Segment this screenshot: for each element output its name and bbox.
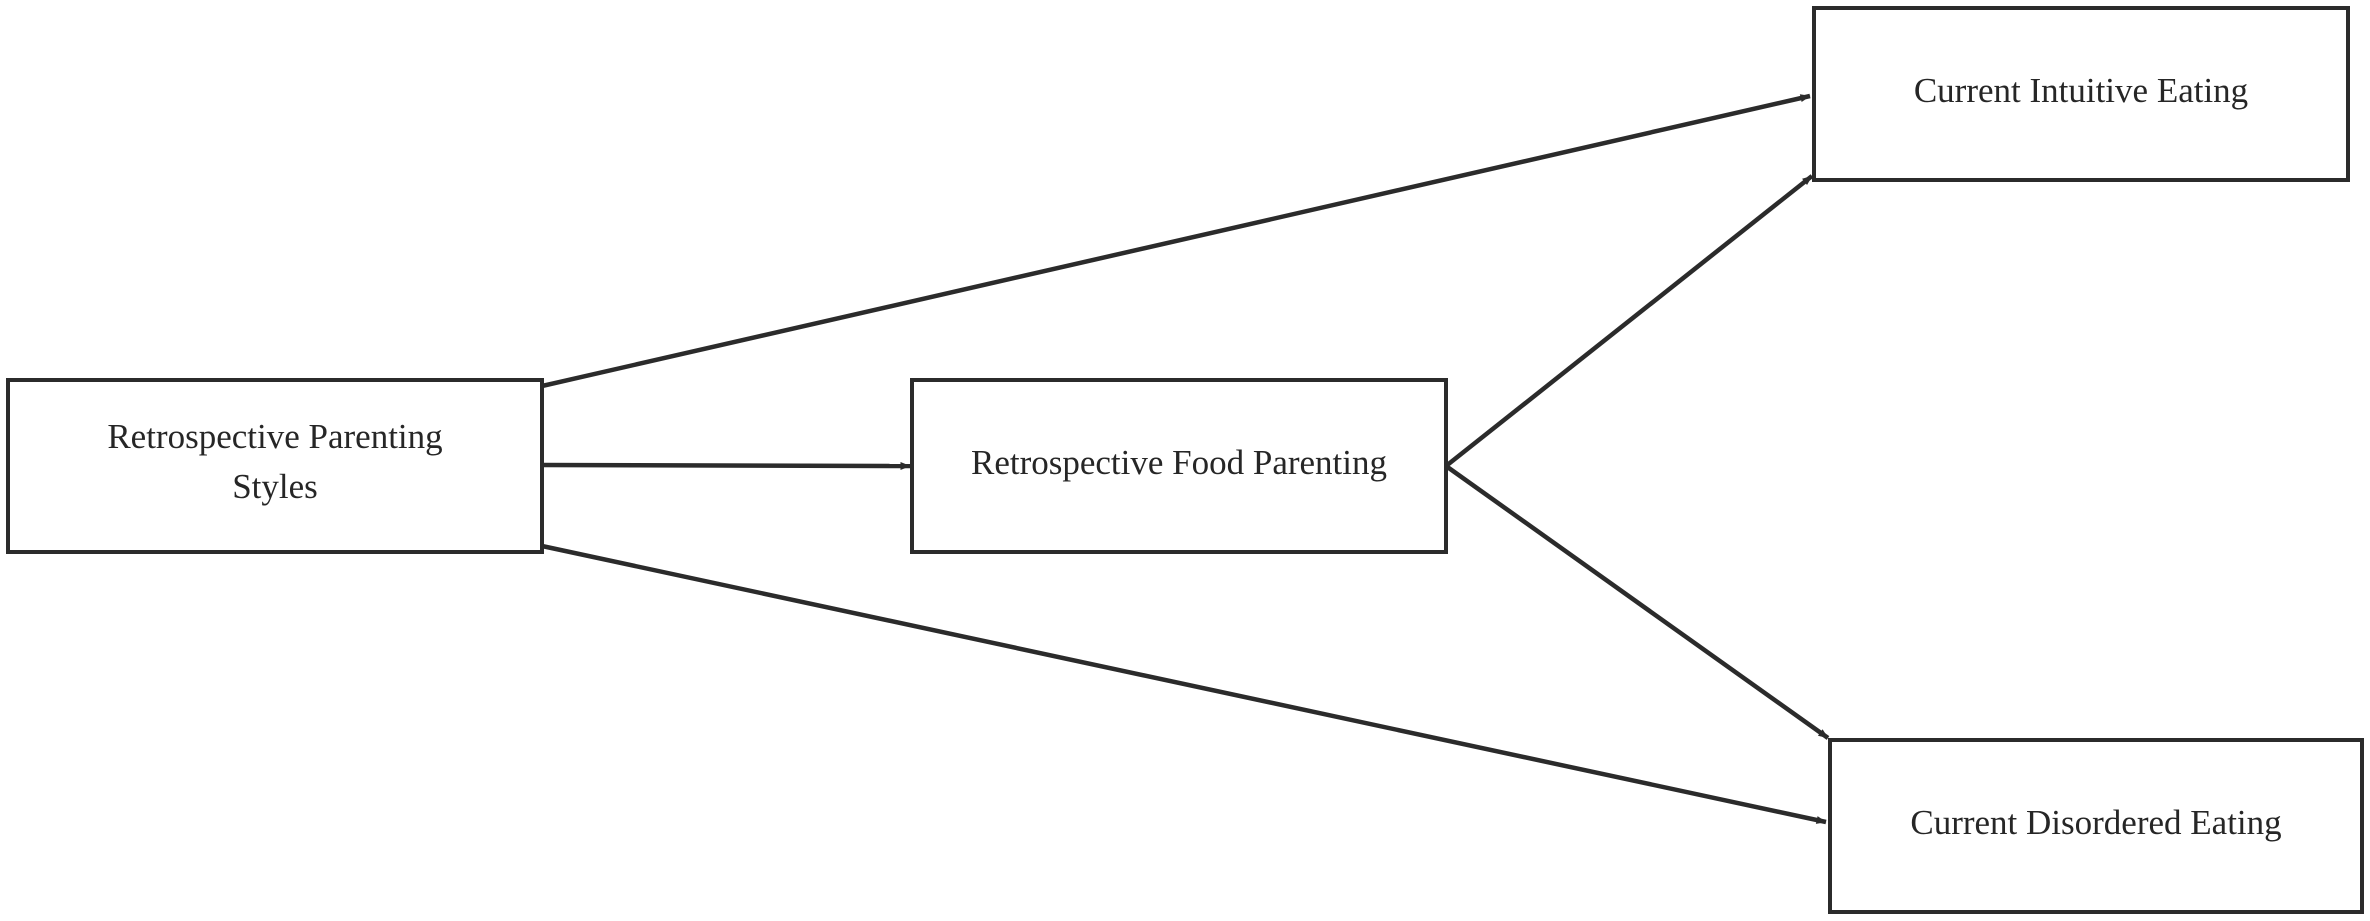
- node-label: Current Disordered Eating: [1910, 803, 2281, 842]
- node-label: Styles: [232, 467, 318, 506]
- node-current-intuitive-eating: Current Intuitive Eating: [1812, 6, 2350, 182]
- node-label: Retrospective Food Parenting: [971, 443, 1387, 482]
- edge-parenting-styles-to-intuitive-eating: [541, 93, 1811, 389]
- node-label: Current Intuitive Eating: [1914, 71, 2248, 110]
- node-box: [6, 378, 544, 554]
- edge-parenting-styles-to-disordered-eating: [541, 543, 1827, 825]
- node-label: Retrospective Parenting: [107, 417, 442, 456]
- edge-food-parenting-to-disordered-eating: [1444, 464, 1830, 740]
- edge-parenting-styles-to-food-parenting: [541, 461, 911, 470]
- node-retrospective-parenting-styles: Retrospective Parenting Styles: [6, 378, 544, 554]
- node-box: [910, 378, 1448, 554]
- node-box: [1828, 738, 2364, 914]
- edges: [541, 93, 1830, 825]
- edge-food-parenting-to-intuitive-eating: [1444, 174, 1814, 468]
- node-current-disordered-eating: Current Disordered Eating: [1828, 738, 2364, 914]
- node-retrospective-food-parenting: Retrospective Food Parenting: [910, 378, 1448, 554]
- node-box: [1812, 6, 2350, 182]
